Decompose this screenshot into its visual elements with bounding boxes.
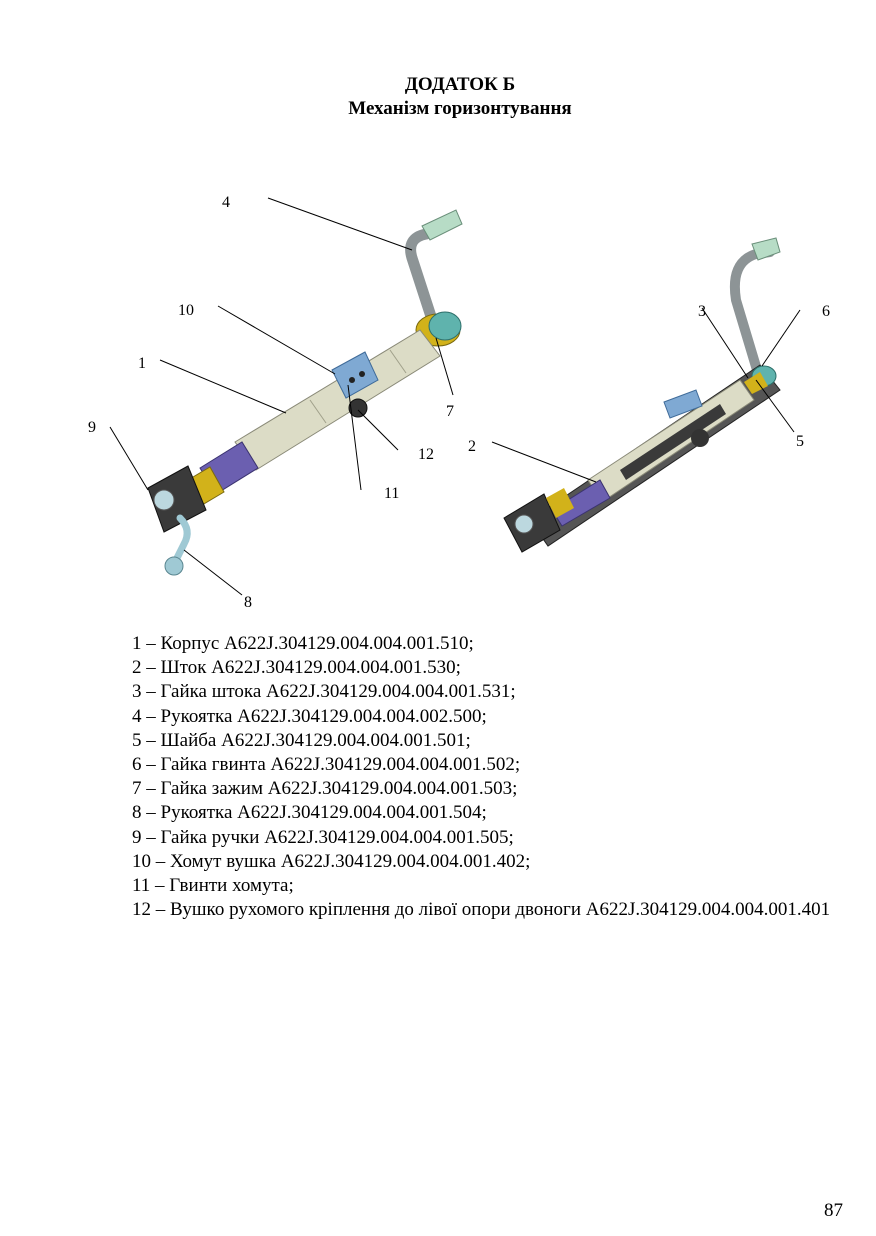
list-item: 8 – Рукоятка А622J.304129.004.004.001.50…: [132, 802, 487, 824]
appendix-subtitle: Механізм горизонтування: [348, 98, 572, 119]
left-assembly: [147, 209, 463, 576]
list-item: 6 – Гайка гвинта А622J.304129.004.004.00…: [132, 754, 521, 776]
list-item: 11 – Гвинти хомута;: [132, 875, 294, 897]
list-item: 4 – Рукоятка А622J.304129.004.004.002.50…: [132, 705, 487, 727]
callout-5: 5: [796, 433, 804, 450]
callout-12: 12: [418, 446, 434, 463]
mechanism-illustration: 4 10 1 9 7 12 11 8 3 6 2 5: [88, 194, 830, 611]
list-item: 5 – Шайба А622J.304129.004.004.001.501;: [132, 729, 471, 751]
callout-8: 8: [244, 594, 252, 611]
list-item: 7 – Гайка зажим А622J.304129.004.004.001…: [132, 778, 518, 800]
list-item: 3 – Гайка штока А622J.304129.004.004.001…: [132, 681, 516, 703]
right-assembly: [503, 237, 781, 553]
list-item: 10 – Хомут вушка А622J.304129.004.004.00…: [132, 850, 531, 872]
list-item: 12 – Вушко рухомого кріплення до лівої о…: [132, 899, 831, 921]
list-item: 9 – Гайка ручки А622J.304129.004.004.001…: [132, 826, 514, 848]
callout-10: 10: [178, 302, 194, 319]
callout-1: 1: [138, 355, 146, 372]
page-number: 87: [824, 1200, 843, 1221]
leader-lines: [109, 197, 801, 596]
callout-11: 11: [384, 485, 399, 502]
list-item: 1 – Корпус А622J.304129.004.004.001.510;: [132, 633, 474, 654]
callout-4: 4: [222, 194, 230, 211]
callout-2: 2: [468, 438, 476, 455]
callout-3: 3: [698, 303, 706, 320]
parts-list: 1 – Корпус А622J.304129.004.004.001.510;…: [80, 632, 843, 922]
callout-7: 7: [446, 403, 454, 420]
callout-6: 6: [822, 303, 830, 320]
callout-9: 9: [88, 419, 96, 436]
appendix-title: ДОДАТОК Б: [404, 74, 516, 95]
list-item: 2 – Шток А622J.304129.004.004.001.530;: [132, 657, 461, 679]
